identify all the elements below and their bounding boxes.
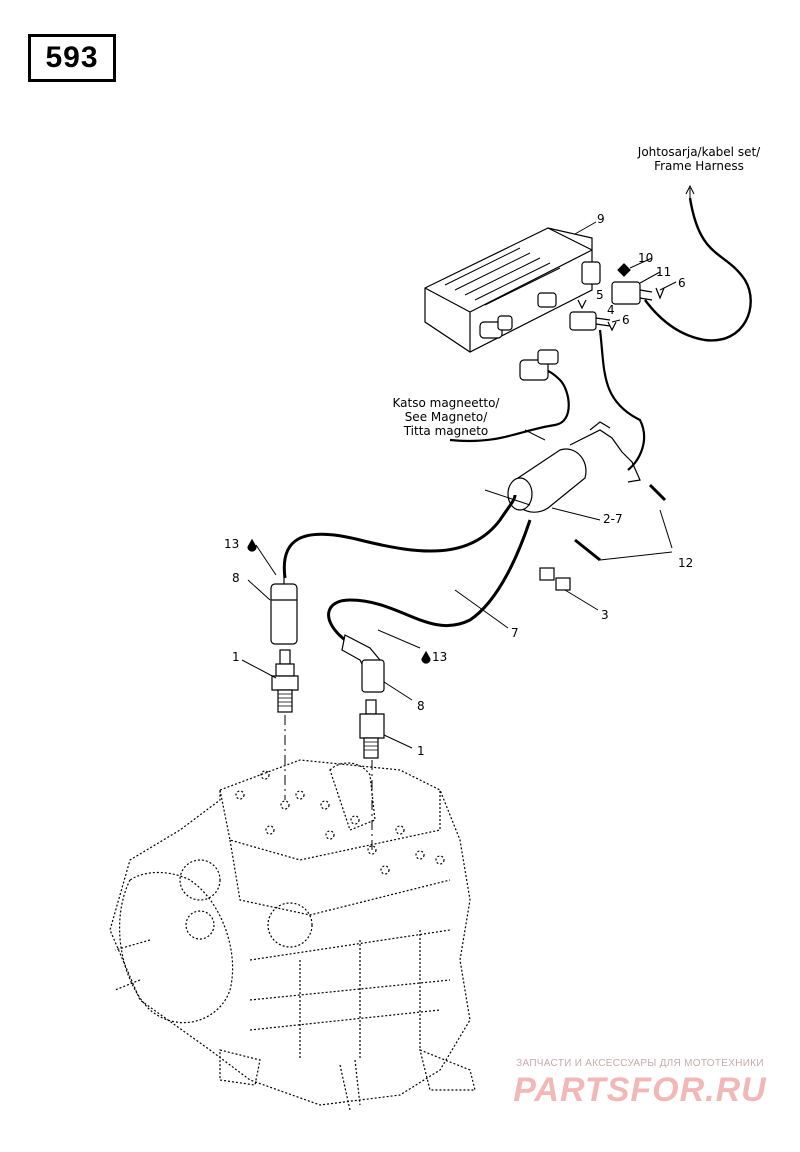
callout-1-left: 1 [232, 650, 240, 664]
ht-lead-1 [282, 494, 517, 579]
watermark: ЗАПЧАСТИ И АКСЕССУАРЫ ДЛЯ МОТОТЕХНИКИ PA… [490, 1058, 790, 1110]
callout-3: 3 [601, 608, 609, 622]
page-number-box: 593 [28, 34, 116, 82]
callout-13-left: 13 [224, 537, 240, 551]
callout-5: 5 [596, 288, 604, 302]
engine-block-drawing [109, 759, 476, 1111]
callout-1-right: 1 [417, 744, 425, 758]
magneto-note-line-2: See Magneto/ [404, 410, 488, 424]
callout-6-upper: 6 [678, 276, 686, 290]
watermark-tagline: ЗАПЧАСТИ И АКСЕССУАРЫ ДЛЯ МОТОТЕХНИКИ [516, 1058, 764, 1069]
callout-6-lower: 6 [622, 313, 630, 327]
callout-10: 10 [638, 251, 654, 265]
frame-harness-note-line-1: Johtosarja/kabel set/ [637, 145, 761, 159]
watermark-logo: PARTSFOR.RU [513, 1071, 767, 1109]
spark-plug-2-drawing [359, 699, 385, 759]
magneto-note-line-1: Katso magneetto/ [392, 396, 500, 410]
ht-lead-2 [327, 519, 532, 642]
page-number: 593 [45, 41, 99, 74]
magneto-note-line-3: Titta magneto [403, 424, 489, 438]
plug-cap-2-drawing [341, 634, 385, 693]
frame-harness-wire [644, 197, 752, 342]
callout-9: 9 [597, 212, 605, 226]
callout-13-right: 13 [432, 650, 448, 664]
ignition-coil-drawing [507, 421, 641, 513]
connector-drawings [569, 263, 665, 332]
callout-12: 12 [678, 556, 694, 570]
coil-feed-wire [598, 329, 646, 471]
callout-8-right: 8 [417, 699, 425, 713]
callout-4: 4 [607, 303, 615, 317]
callout-7: 7 [511, 626, 519, 640]
callout-2-7: 2-7 [603, 512, 623, 526]
callout-11: 11 [656, 265, 672, 279]
leader-lines [241, 221, 677, 749]
nut-drawing [539, 567, 571, 591]
callout-8-left: 8 [232, 571, 240, 585]
frame-harness-note-line-2: Frame Harness [654, 159, 744, 173]
spark-plug-1-drawing [271, 649, 299, 713]
plug-cap-1-drawing [270, 570, 298, 645]
frame-harness-note: Johtosarja/kabel set/ Frame Harness [604, 145, 794, 173]
magneto-note: Katso magneetto/ See Magneto/ Titta magn… [376, 396, 516, 438]
cdi-module-drawing [424, 227, 601, 353]
